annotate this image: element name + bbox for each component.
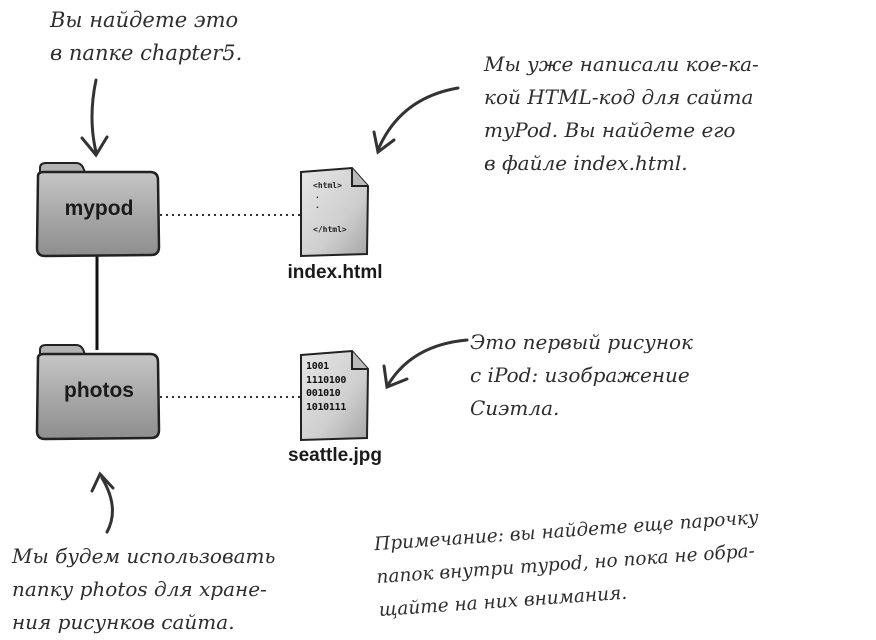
note-photos-folder: Мы будем использовать папку photos для х… xyxy=(12,540,275,639)
image-file-contents: 1001 1110100 001010 1010111 xyxy=(306,360,346,414)
arrow-to-index-icon xyxy=(372,86,460,155)
note-line: ния рисунков сайта. xyxy=(12,610,235,634)
note-line: Мы уже написали кое-ка- xyxy=(484,52,759,76)
mypod-folder-icon xyxy=(35,162,161,258)
binary-line: 1001 xyxy=(306,361,329,372)
html-file-contents: <html> . . </html> xyxy=(313,181,347,235)
note-line: Это первый рисунок xyxy=(470,330,693,354)
note-chapter-folder: Вы найдете это в папке chapter5. xyxy=(50,4,242,70)
code-line: . xyxy=(315,201,320,210)
arrow-to-mypod-icon xyxy=(80,78,109,158)
code-line: </html> xyxy=(313,225,347,234)
note-html-code: Мы уже написали кое-ка- кой HTML-код для… xyxy=(484,48,759,180)
note-line: с iPod: изображение xyxy=(470,363,690,387)
mypod-folder-label: mypod xyxy=(64,197,134,220)
code-line: <html> xyxy=(313,181,342,190)
binary-line: 001010 xyxy=(306,388,341,399)
image-file-icon xyxy=(300,349,370,442)
note-line: myPod. Вы найдете его xyxy=(484,118,736,142)
note-line: в файле index.html. xyxy=(484,151,688,175)
arrow-to-seattle-icon xyxy=(382,338,469,390)
photos-folder-icon xyxy=(35,344,161,441)
note-line: Вы найдете это xyxy=(50,8,239,32)
note-line: папку photos для хране- xyxy=(12,577,267,601)
index-file-label: index.html xyxy=(287,262,383,283)
arrow-to-photos-icon xyxy=(90,471,115,534)
note-line: Мы будем использовать xyxy=(12,544,276,568)
note-line: кой HTML-код для сайта xyxy=(484,85,754,109)
note-line: в папке chapter5. xyxy=(50,41,243,65)
code-line: . xyxy=(315,191,320,200)
photos-folder-label: photos xyxy=(64,379,134,402)
html-file-icon xyxy=(300,166,370,258)
binary-line: 1010111 xyxy=(306,401,347,413)
note-first-image: Это первый рисунок с iPod: изображение С… xyxy=(470,326,693,425)
note-line: Сиэтла. xyxy=(470,396,560,420)
seattle-file-label: seattle.jpg xyxy=(288,445,382,466)
binary-line: 1110100 xyxy=(306,374,347,386)
